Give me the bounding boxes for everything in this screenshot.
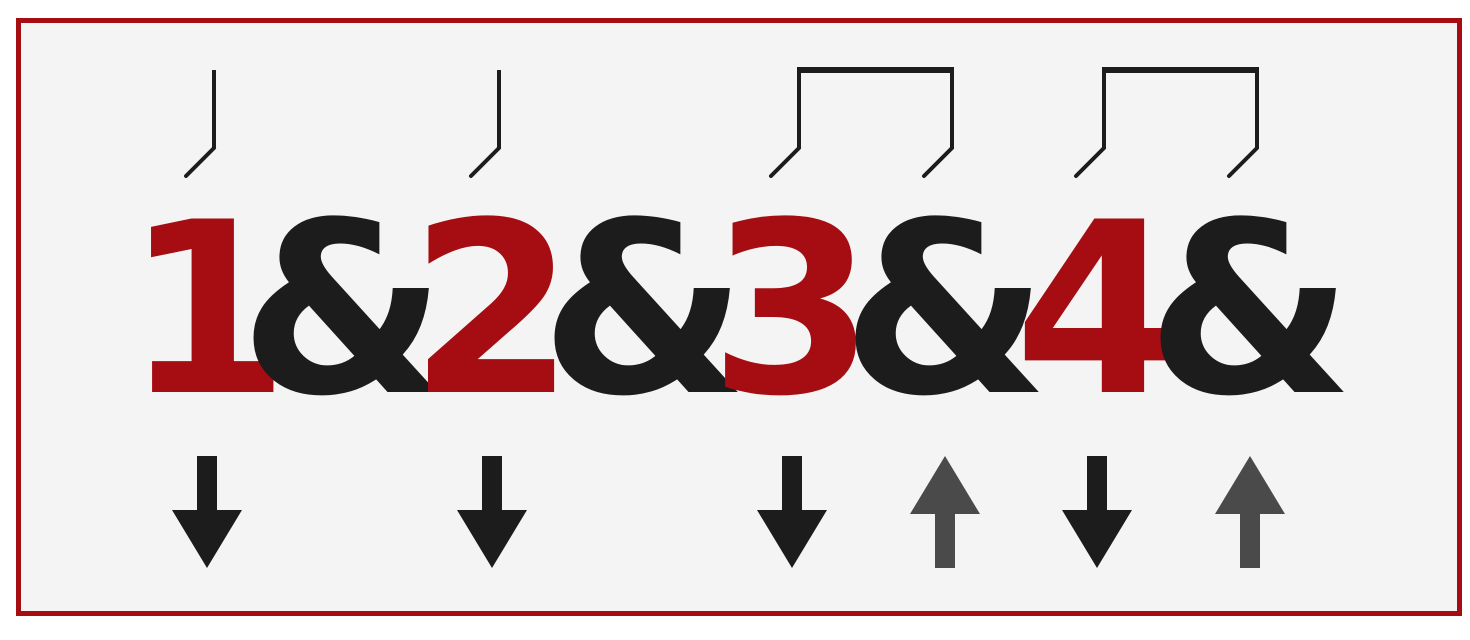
count-row: 1 & 2 & 3 & 4 &: [124, 172, 1354, 449]
quarter-note-icon: [469, 70, 501, 178]
beamed-eighth-notes-icon: [1074, 67, 1259, 178]
strumming-pattern-panel: [16, 18, 1462, 616]
down-arrow-icon: [757, 456, 827, 568]
down-arrow-icon: [1062, 456, 1132, 568]
down-arrow-icon: [457, 456, 527, 568]
rhythm-notation: [184, 67, 1259, 178]
count-and-1: &: [239, 172, 447, 449]
count-and-2: &: [540, 172, 748, 449]
count-2: 2: [409, 172, 575, 449]
count-and-3: &: [841, 172, 1049, 449]
count-1: 1: [124, 172, 290, 449]
count-3: 3: [709, 172, 875, 449]
up-arrow-icon: [910, 456, 980, 568]
count-4: 4: [1014, 172, 1180, 449]
beamed-eighth-notes-icon: [769, 67, 954, 178]
count-and-4: &: [1146, 172, 1354, 449]
strum-direction-row: [172, 456, 1285, 568]
up-arrow-icon: [1215, 456, 1285, 568]
down-arrow-icon: [172, 456, 242, 568]
quarter-note-icon: [184, 70, 216, 178]
